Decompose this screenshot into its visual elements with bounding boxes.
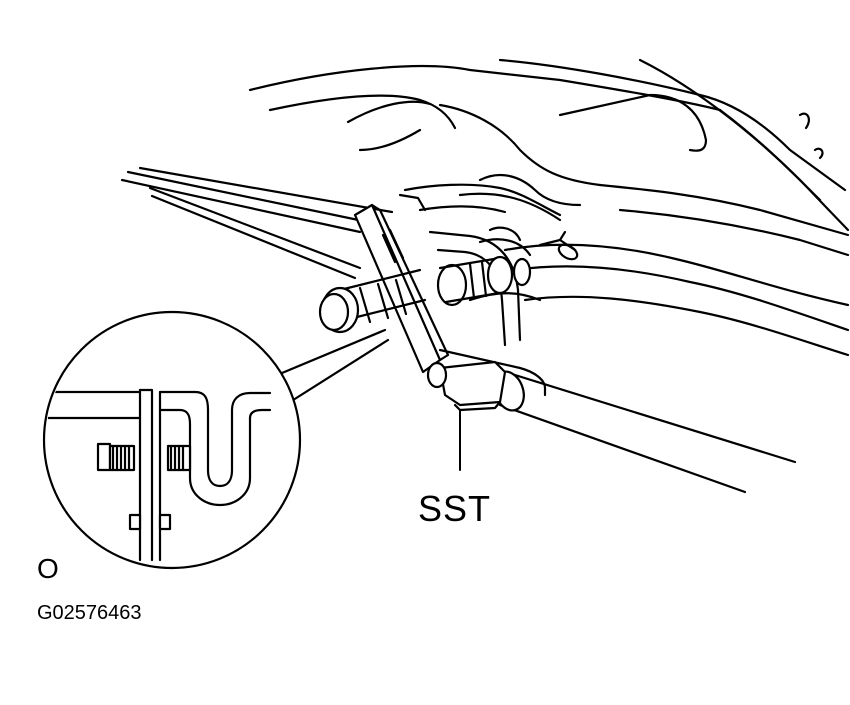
detail-callout-leader xyxy=(270,330,388,402)
detail-view-circle xyxy=(30,312,300,568)
vehicle-body-outline xyxy=(250,60,848,255)
view-mark: O xyxy=(37,553,59,584)
special-service-tool xyxy=(355,205,795,492)
adjusting-bolt xyxy=(320,257,530,332)
tie-rod xyxy=(122,168,392,278)
sst-label: SST xyxy=(418,488,492,529)
figure-id: G02576463 xyxy=(37,602,142,624)
